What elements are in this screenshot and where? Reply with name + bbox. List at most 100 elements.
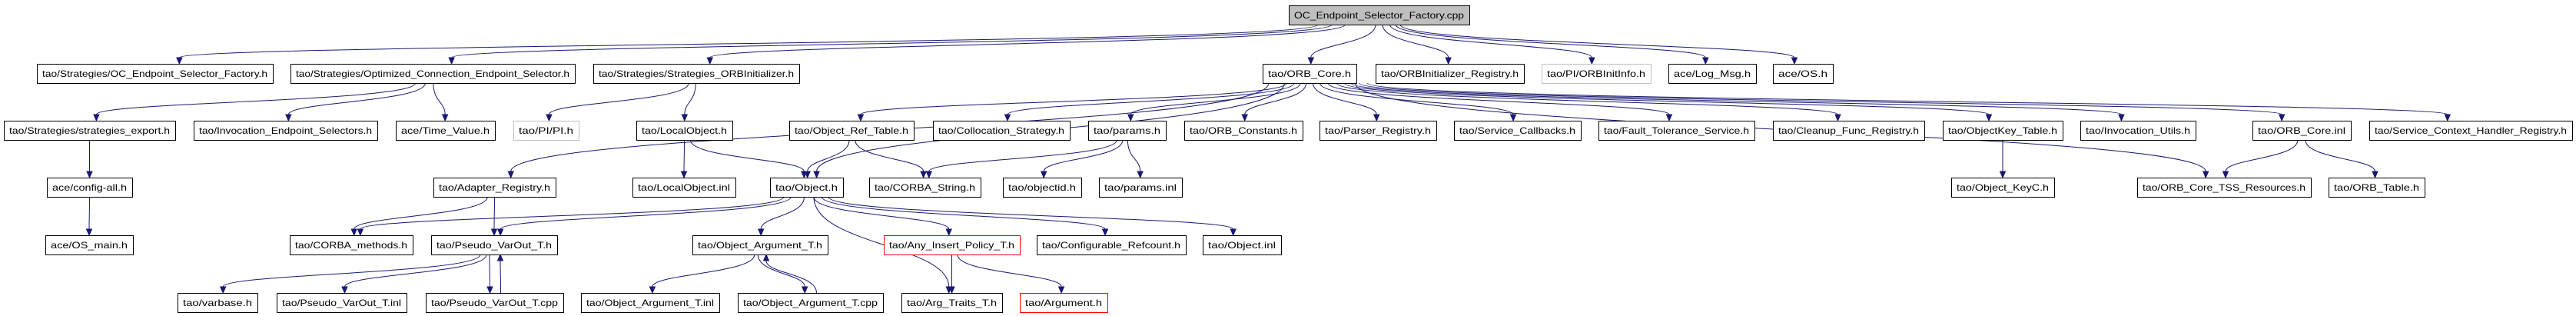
arrowhead-icon	[2202, 171, 2209, 179]
node-label: tao/params.inl	[1104, 182, 1177, 193]
node-svccb-h[interactable]: tao/Service_Callbacks.h	[1454, 121, 1582, 141]
node-fts-h[interactable]: tao/Fault_Tolerance_Service.h	[1598, 121, 1755, 141]
node-label: tao/Service_Context_Handler_Registry.h	[2375, 125, 2567, 136]
node-objkeytable-h[interactable]: tao/ObjectKey_Table.h	[1943, 121, 2063, 141]
node-sexport-h[interactable]: tao/Strategies/strategies_export.h	[4, 121, 176, 141]
node-objkeyc-h[interactable]: tao/Object_KeyC.h	[1951, 178, 2055, 198]
node-adapterreg-h[interactable]: tao/Adapter_Registry.h	[433, 178, 556, 198]
node-localobject-inl[interactable]: tao/LocalObject.inl	[632, 178, 736, 198]
node-ocf-h[interactable]: tao/Strategies/OC_Endpoint_Selector_Fact…	[37, 64, 274, 84]
node-invutils-h[interactable]: tao/Invocation_Utils.h	[2080, 121, 2196, 141]
node-label: tao/Pseudo_VarOut_T.h	[437, 240, 552, 251]
node-oat-cpp[interactable]: tao/Object_Argument_T.cpp	[738, 293, 884, 313]
arrowhead-icon	[649, 286, 656, 294]
node-box	[1320, 121, 1437, 141]
edge-object_h-to-confref_h	[821, 196, 1106, 230]
node-oat-inl[interactable]: tao/Object_Argument_T.inl	[581, 293, 720, 313]
node-orbconst-h[interactable]: tao/ORB_Constants.h	[1184, 121, 1303, 141]
arrowhead-icon	[1834, 114, 1841, 122]
node-orbireg-h[interactable]: tao/ORBInitializer_Registry.h	[1376, 64, 1525, 84]
node-sorbi-h[interactable]: tao/Strategies/Strategies_ORBInitializer…	[593, 64, 800, 84]
edge-oat_h-to-oat_inl	[652, 254, 755, 288]
node-label: ace/OS.h	[1778, 68, 1827, 79]
arrowhead-icon	[85, 228, 93, 237]
node-label: tao/ORB_Core.inl	[2258, 125, 2345, 136]
node-label: tao/Strategies/OC_Endpoint_Selector_Fact…	[42, 68, 267, 79]
node-ies-h[interactable]: tao/Invocation_Endpoint_Selectors.h	[194, 121, 378, 141]
node-objreftable-h[interactable]: tao/Object_Ref_Table.h	[789, 121, 915, 141]
node-orbcore-inl[interactable]: tao/ORB_Core.inl	[2252, 121, 2352, 141]
node-label: tao/Object.inl	[1208, 240, 1276, 251]
arrowhead-icon	[801, 286, 808, 294]
node-label: tao/Invocation_Utils.h	[2086, 125, 2190, 136]
edge-root-to-sorbi_h	[709, 24, 1346, 58]
node-object-h[interactable]: tao/Object.h	[770, 178, 844, 198]
node-label: tao/params.h	[1094, 125, 1160, 136]
arrowhead-icon	[1004, 114, 1011, 122]
node-orbtable-h[interactable]: tao/ORB_Table.h	[2329, 178, 2425, 198]
node-osmain-h[interactable]: ace/OS_main.h	[45, 235, 134, 255]
node-cleanup-h[interactable]: tao/Cleanup_Func_Registry.h	[1773, 121, 1925, 141]
node-confref-h[interactable]: tao/Configurable_Refcount.h	[1037, 235, 1187, 255]
node-configall-h[interactable]: ace/config-all.h	[47, 178, 133, 198]
edge-orbcore_h-to-colloc_h	[1007, 82, 1295, 115]
node-pvo-h[interactable]: tao/Pseudo_VarOut_T.h	[431, 235, 558, 255]
node-pvo-inl[interactable]: tao/Pseudo_VarOut_T.inl	[277, 293, 407, 313]
node-tss-h[interactable]: tao/ORB_Core_TSS_Resources.h	[2137, 178, 2312, 198]
arrowhead-icon	[496, 253, 504, 261]
edge-oces_h-to-ies_h	[287, 82, 426, 115]
node-oces-h[interactable]: tao/Strategies/Optimized_Connection_Endp…	[290, 64, 576, 84]
node-box	[2137, 178, 2312, 198]
arrowhead-icon	[448, 57, 455, 65]
node-timevalue-h[interactable]: ace/Time_Value.h	[396, 121, 496, 141]
edge-objreftable_h-to-corbastring_h	[855, 139, 925, 172]
node-box	[1376, 64, 1525, 84]
node-label: tao/Pseudo_VarOut_T.inl	[282, 298, 401, 308]
node-box	[194, 121, 378, 141]
arrowhead-icon	[857, 114, 865, 122]
node-pi-h[interactable]: tao/PI/PI.h	[513, 121, 579, 141]
node-label: tao/Parser_Registry.h	[1325, 125, 1431, 136]
node-box	[1037, 235, 1187, 255]
node-orbcore-h[interactable]: tao/ORB_Core.h	[1263, 64, 1357, 84]
node-oat-h[interactable]: tao/Object_Argument_T.h	[692, 235, 828, 255]
node-object-inl[interactable]: tao/Object.inl	[1203, 235, 1282, 255]
node-box	[396, 121, 496, 141]
node-os-h[interactable]: ace/OS.h	[1773, 64, 1834, 84]
node-corbastring-h[interactable]: tao/CORBA_String.h	[869, 178, 981, 198]
edge-root-to-orbireg_h	[1382, 24, 1449, 58]
edge-params_h-to-params_inl	[1127, 139, 1141, 172]
node-localobject-h[interactable]: tao/LocalObject.h	[636, 121, 733, 141]
node-box	[2252, 121, 2352, 141]
node-label: tao/ORB_Table.h	[2334, 182, 2419, 193]
node-label: tao/Service_Callbacks.h	[1459, 125, 1575, 136]
arrowhead-icon	[1241, 114, 1248, 122]
node-parserreg-h[interactable]: tao/Parser_Registry.h	[1320, 121, 1437, 141]
node-pvo-cpp[interactable]: tao/Pseudo_VarOut_T.cpp	[426, 293, 564, 313]
node-label: tao/Cleanup_Func_Registry.h	[1778, 125, 1919, 136]
node-varbase-h[interactable]: tao/varbase.h	[178, 293, 258, 313]
node-box	[1668, 64, 1757, 84]
node-colloc-h[interactable]: tao/Collocation_Strategy.h	[933, 121, 1071, 141]
node-schr-h[interactable]: tao/Service_Context_Handler_Registry.h	[2369, 121, 2573, 141]
arrowhead-icon	[2222, 171, 2229, 179]
node-corbamethods-h[interactable]: tao/CORBA_methods.h	[290, 235, 413, 255]
node-label: tao/Pseudo_VarOut_T.cpp	[431, 298, 558, 308]
node-argument-h[interactable]: tao/Argument.h	[1020, 293, 1108, 313]
node-box	[1289, 5, 1470, 25]
node-objectid-h[interactable]: tao/objectid.h	[1003, 178, 1082, 198]
node-box	[37, 64, 274, 84]
node-label: tao/Object_Argument_T.h	[698, 240, 822, 251]
node-label: ace/OS_main.h	[51, 240, 128, 251]
arrowhead-icon	[86, 171, 93, 179]
node-logmsg-h[interactable]: ace/Log_Msg.h	[1668, 64, 1757, 84]
arrowhead-icon	[1057, 286, 1065, 294]
node-argtraits-h[interactable]: tao/Arg_Traits_T.h	[901, 293, 1003, 313]
node-aip-h[interactable]: tao/Any_Insert_Policy_T.h	[884, 235, 1021, 255]
node-root[interactable]: OC_Endpoint_Selector_Factory.cpp	[1289, 5, 1470, 25]
node-label: tao/Object_Argument_T.cpp	[743, 298, 878, 308]
node-params-h[interactable]: tao/params.h	[1088, 121, 1167, 141]
node-params-inl[interactable]: tao/params.inl	[1099, 178, 1183, 198]
node-orbinitinfo-h[interactable]: tao/PI/ORBInitInfo.h	[1542, 64, 1651, 84]
node-box	[901, 293, 1003, 313]
